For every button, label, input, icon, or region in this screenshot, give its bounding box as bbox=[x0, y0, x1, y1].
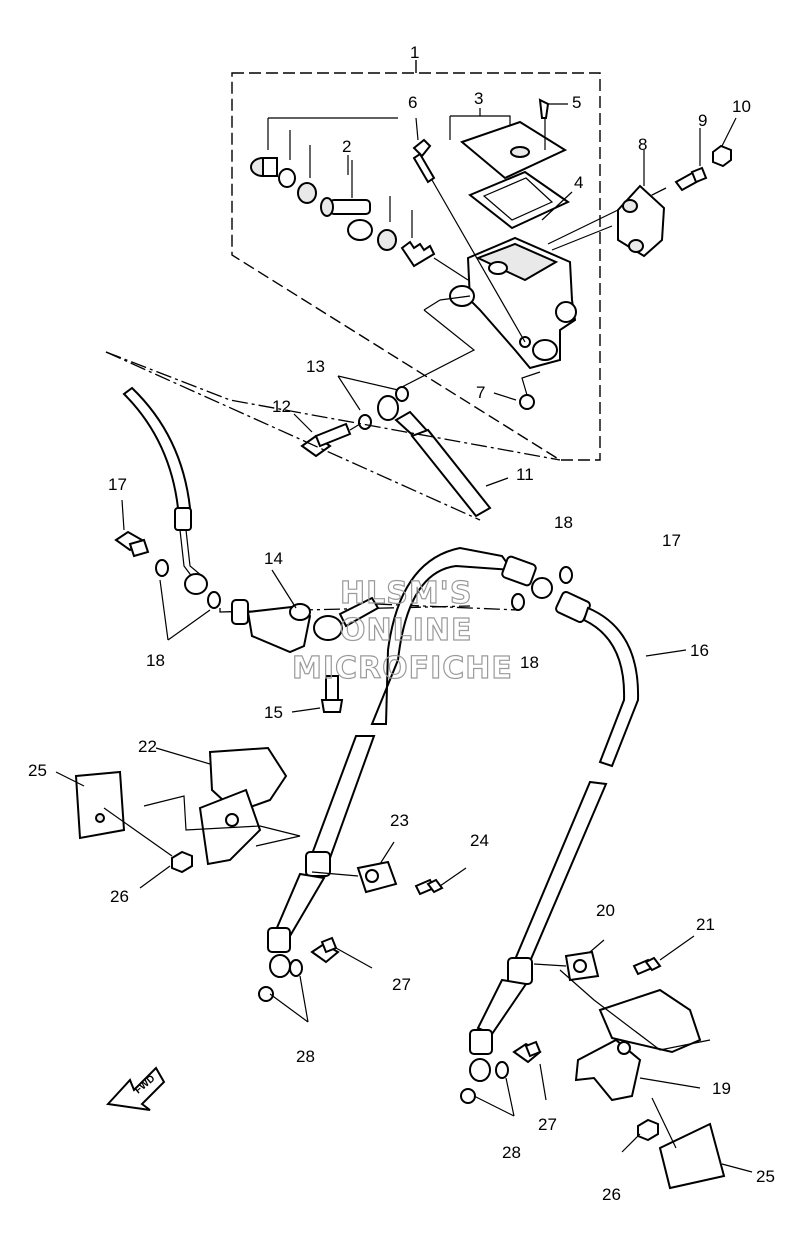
relation-lines bbox=[105, 351, 561, 613]
upper-brake-hose bbox=[122, 386, 208, 595]
callout-19: 19 bbox=[712, 1079, 731, 1098]
callout-24: 24 bbox=[470, 831, 489, 850]
callout-numbers: 1 2 3 4 5 6 7 8 9 10 11 12 13 14 15 16 1… bbox=[28, 43, 775, 1204]
callout-27-right: 27 bbox=[538, 1115, 557, 1134]
lower-left-brake-hose bbox=[258, 735, 376, 1023]
callout-8: 8 bbox=[638, 135, 647, 154]
callout-18-left: 18 bbox=[146, 651, 165, 670]
callout-5: 5 bbox=[572, 93, 581, 112]
lower-left-holder-parts bbox=[55, 746, 467, 896]
callout-21: 21 bbox=[696, 915, 715, 934]
callout-28-left: 28 bbox=[296, 1047, 315, 1066]
lower-right-brake-hose bbox=[460, 780, 608, 1117]
callout-18-mid: 18 bbox=[520, 653, 539, 672]
callout-7: 7 bbox=[476, 383, 485, 402]
watermark-line-3: MICROFICHE bbox=[292, 651, 513, 686]
callout-18-top: 18 bbox=[554, 513, 573, 532]
callout-17-left: 17 bbox=[108, 475, 127, 494]
callout-10: 10 bbox=[732, 97, 751, 116]
callout-25-left: 25 bbox=[28, 761, 47, 780]
callout-26-left: 26 bbox=[110, 887, 129, 906]
callout-20: 20 bbox=[596, 901, 615, 920]
callout-11: 11 bbox=[516, 465, 534, 484]
callout-26-right: 26 bbox=[602, 1185, 621, 1204]
callout-25-right: 25 bbox=[756, 1167, 775, 1186]
callout-2: 2 bbox=[342, 137, 351, 156]
lower-right-holder-parts bbox=[310, 935, 753, 1190]
callout-3: 3 bbox=[474, 89, 483, 108]
callout-16: 16 bbox=[690, 641, 709, 660]
callout-6: 6 bbox=[408, 93, 417, 112]
holder-clamp-parts bbox=[617, 117, 737, 258]
callout-4: 4 bbox=[574, 173, 583, 192]
watermark-line-1: HLSM'S bbox=[340, 576, 472, 611]
reservoir-cap-parts bbox=[449, 98, 573, 230]
assembly-boundary bbox=[231, 60, 601, 461]
left-union-bolt-parts bbox=[114, 499, 221, 641]
callout-1: 1 bbox=[410, 43, 419, 62]
watermark: HLSM'S ONLINE MICROFICHE bbox=[291, 575, 513, 686]
callout-9: 9 bbox=[698, 111, 707, 130]
bleed-screw-parts bbox=[412, 117, 541, 410]
callout-13: 13 bbox=[306, 357, 325, 376]
callout-15: 15 bbox=[264, 703, 283, 722]
watermark-line-2: ONLINE bbox=[340, 613, 473, 648]
forward-arrow-icon: FWD bbox=[105, 1066, 166, 1111]
callout-14: 14 bbox=[264, 549, 283, 568]
callout-12: 12 bbox=[272, 397, 291, 416]
three-way-joint-parts bbox=[231, 569, 380, 713]
master-cylinder-body bbox=[399, 209, 619, 389]
piston-kit-parts bbox=[250, 117, 469, 281]
callout-27-left: 27 bbox=[392, 975, 411, 994]
center-brake-hose bbox=[370, 546, 687, 768]
callout-28-right: 28 bbox=[502, 1143, 521, 1162]
callout-17-right: 17 bbox=[662, 531, 681, 550]
callout-23: 23 bbox=[390, 811, 409, 830]
callout-22: 22 bbox=[138, 737, 157, 756]
